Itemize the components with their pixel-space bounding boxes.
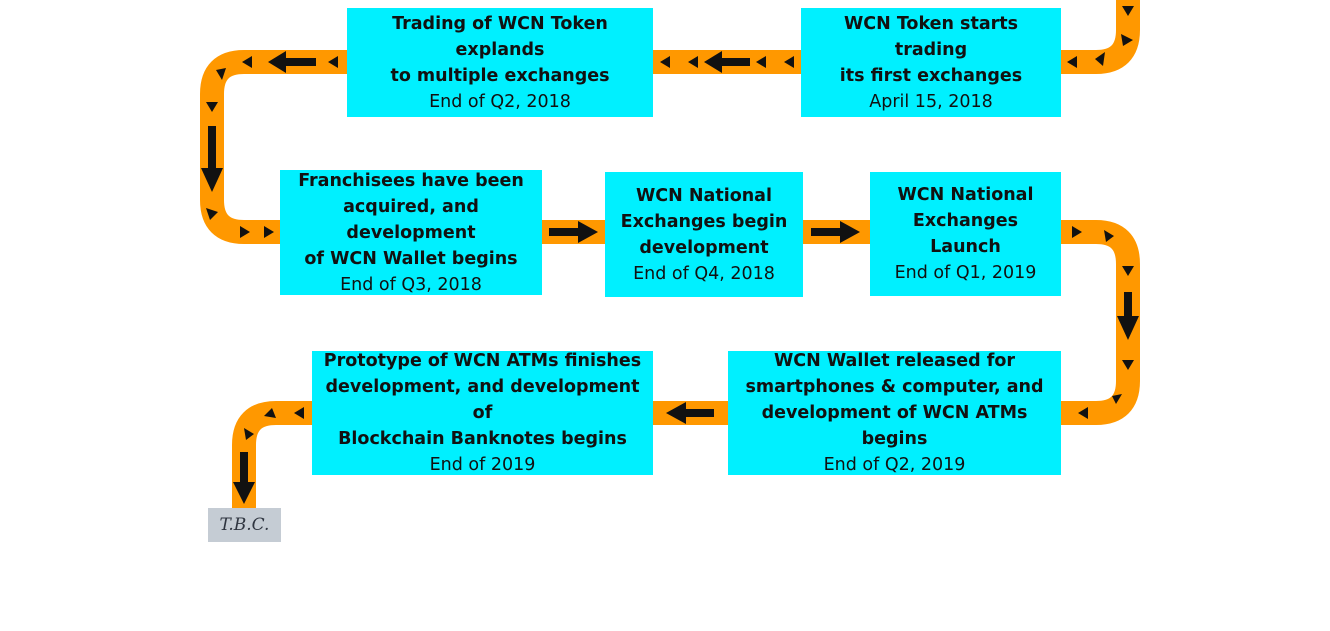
arrow-left-icon (704, 51, 750, 73)
milestone-date: End of 2019 (429, 455, 536, 475)
chevron-arrows (206, 6, 1134, 440)
milestone-date: End of Q2, 2019 (823, 455, 966, 475)
milestone-date: April 15, 2018 (869, 91, 993, 112)
arrow-left-icon (666, 402, 714, 424)
chevron-left-icon (242, 56, 252, 68)
chevron-down-icon (1122, 266, 1134, 276)
chevron-right-icon (240, 226, 250, 238)
milestone-title: WCN National Exchanges Launch (897, 185, 1034, 257)
chevron-down-icon (206, 208, 218, 220)
milestone-date: End of Q4, 2018 (633, 263, 775, 284)
chevron-left-icon (784, 56, 794, 68)
chevron-right-icon (1072, 226, 1082, 238)
chevron-down-icon (1122, 6, 1134, 16)
milestone-box: WCN Wallet released for smartphones & co… (728, 351, 1061, 475)
milestone-box: Prototype of WCN ATMs finishes developme… (312, 351, 653, 475)
chevron-right-icon (264, 226, 274, 238)
tbc-end-box: T.B.C. (208, 508, 281, 542)
milestone-title: WCN Token starts trading its first excha… (839, 13, 1023, 86)
milestone-box: WCN National Exchanges begin development… (605, 172, 803, 297)
milestone-title: WCN Wallet released for smartphones & co… (745, 351, 1044, 449)
milestone-box: Franchisees have been acquired, and deve… (280, 170, 542, 295)
chevron-left-icon (294, 407, 304, 419)
milestone-title: Trading of WCN Token explands to multipl… (390, 13, 610, 86)
chevron-down-icon (1122, 360, 1134, 370)
chevron-down-icon (1121, 34, 1133, 46)
arrow-down-icon (201, 126, 223, 192)
chevron-left-icon (216, 68, 226, 80)
chevron-left-icon (1067, 56, 1077, 68)
milestone-box: WCN Token starts trading its first excha… (801, 8, 1061, 117)
chevron-left-icon (660, 56, 670, 68)
chevron-down-icon (244, 428, 254, 440)
chevron-left-icon (264, 408, 276, 418)
milestone-date: End of Q1, 2019 (894, 263, 1037, 283)
milestone-date: End of Q3, 2018 (340, 274, 482, 295)
arrow-left-icon (268, 51, 316, 73)
milestone-title: Prototype of WCN ATMs finishes developme… (323, 351, 642, 449)
arrow-right-icon (549, 221, 598, 243)
arrow-down-icon (1117, 292, 1139, 340)
chevron-left-icon (688, 56, 698, 68)
arrow-down-icon (233, 452, 255, 504)
milestone-title: Franchisees have been acquired, and deve… (298, 170, 524, 269)
chevron-left-icon (1112, 394, 1122, 404)
milestone-box: Trading of WCN Token explands to multipl… (347, 8, 653, 117)
chevron-left-icon (756, 56, 766, 68)
chevron-down-icon (1104, 230, 1114, 242)
arrow-right-icon (811, 221, 860, 243)
milestone-box: WCN National Exchanges Launch End of Q1,… (870, 172, 1061, 296)
milestone-title: WCN National Exchanges begin development (620, 185, 788, 258)
chevron-down-icon (206, 102, 218, 112)
direction-arrows (201, 51, 1139, 504)
chevron-left-icon (1095, 52, 1105, 66)
milestone-date: End of Q2, 2018 (429, 91, 571, 112)
chevron-left-icon (328, 56, 338, 68)
chevron-left-icon (1078, 407, 1088, 419)
